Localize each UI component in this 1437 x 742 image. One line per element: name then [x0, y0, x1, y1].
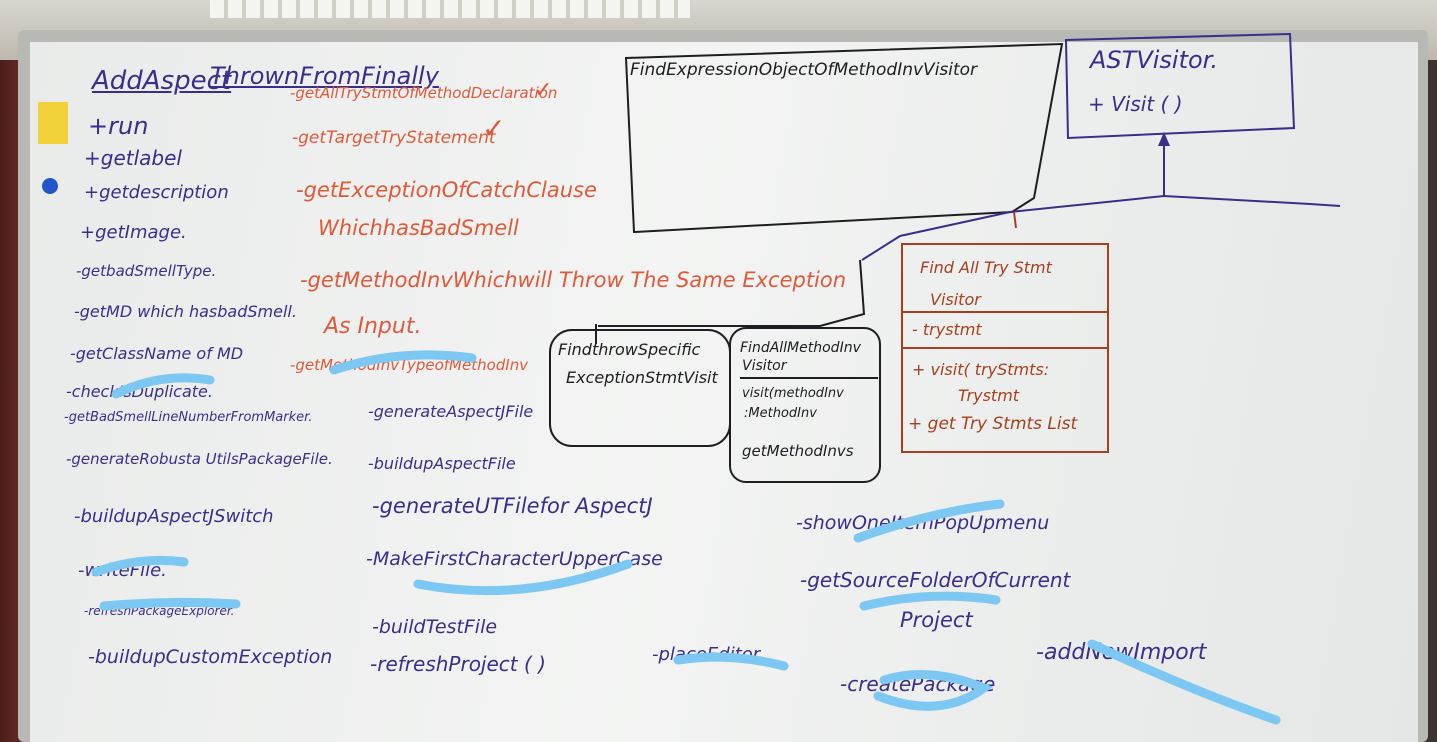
title-thrownfromfinally: ThrownFromFinally — [210, 62, 439, 90]
redaction-stroke — [873, 670, 994, 711]
left-list-item: -getBadSmellLineNumberFromMarker. — [64, 410, 313, 425]
ceiling-light — [210, 0, 690, 18]
left-list-item: -getMD which hasbadSmell. — [74, 302, 297, 321]
find-method-box-method: getMethodInvs — [742, 442, 854, 460]
find-throw-box — [549, 329, 731, 447]
left-list-item: +getdescription — [84, 182, 229, 203]
redaction-stroke — [99, 597, 241, 611]
left-list-item: +getImage. — [80, 222, 187, 243]
left-list-item: -generateRobusta UtilsPackageFile. — [66, 450, 333, 468]
redaction-stroke — [673, 652, 789, 671]
middle-list-item: -MakeFirstCharacterUpperCase — [366, 548, 663, 570]
whiteboard — [30, 42, 1418, 742]
redaction-strokes — [91, 350, 1281, 725]
find-method-box-method: :MethodInv — [744, 406, 817, 421]
ast-visitor-method: + Visit ( ) — [1088, 92, 1183, 116]
find-throw-box-label: FindthrowSpecific — [558, 340, 701, 359]
right-list-item: Project — [900, 608, 973, 632]
magnet — [42, 178, 58, 194]
middle-list-item: -generateUTFilefor AspectJ — [372, 494, 653, 518]
inheritance-arrow — [1158, 132, 1170, 146]
find-method-box-label: FindAllMethodInv — [740, 340, 861, 356]
left-list-item: +getlabel — [84, 146, 182, 170]
red-list-item: WhichhasBadSmell — [318, 216, 519, 240]
red-list-item: -getMethodInvWhichwill Throw The Same Ex… — [300, 268, 847, 292]
title-addaspect: AddAspect — [92, 66, 232, 96]
checkmark: ✓ — [534, 78, 553, 103]
try-box-name: Visitor — [930, 290, 981, 309]
middle-list-item: -buildupAspectFile — [368, 454, 516, 473]
red-list-item: -getTargetTryStatement — [292, 128, 496, 148]
left-list-item: -buildupCustomException — [88, 646, 333, 668]
find-method-box-label: Visitor — [742, 358, 787, 374]
left-list-item: +run — [88, 112, 149, 140]
left-list-item: -buildupAspectJSwitch — [74, 506, 274, 527]
try-box-method: + get Try Stmts List — [908, 414, 1078, 434]
connector-line — [861, 194, 1341, 261]
middle-list-item: -refreshProject ( ) — [370, 652, 546, 676]
redaction-stroke — [853, 499, 1005, 543]
connector-line — [595, 324, 820, 344]
connector-tick — [1013, 211, 1017, 229]
left-list-item: -checkIsDuplicate. — [66, 382, 213, 401]
find-throw-box-label: ExceptionStmtVisit — [566, 368, 718, 387]
left-list-item: -getClassName of MD — [70, 344, 244, 363]
try-box-field: - trystmt — [912, 320, 982, 339]
left-list-item: -getbadSmellType. — [76, 262, 217, 280]
redaction-stroke — [859, 591, 1001, 611]
ast-visitor-box — [1064, 32, 1296, 140]
try-box-divider — [902, 311, 1108, 349]
sticky-note — [38, 102, 68, 144]
middle-list-item: -buildTestFile — [372, 616, 498, 638]
find-method-box — [729, 327, 881, 483]
middle-list-item: -generateAspectJFile — [368, 402, 534, 421]
redaction-stroke — [111, 373, 215, 399]
right-list-item: -getSourceFolderOfCurrent — [800, 568, 1071, 592]
try-box-method: Trystmt — [958, 386, 1020, 405]
checkmark: ✓ — [482, 112, 506, 145]
redaction-stroke — [413, 559, 633, 596]
red-list-item: -getAllTryStmtOfMethodDeclaration — [290, 84, 558, 102]
ast-visitor-name: ASTVisitor. — [1090, 46, 1218, 74]
redaction-stroke — [91, 555, 189, 577]
top-box-outline — [624, 42, 1064, 234]
find-method-box-method: visit(methodInv — [742, 386, 844, 401]
diagram-top-box-label: FindExpressionObjectOfMethodInvVisitor — [630, 60, 978, 80]
try-box-method: + visit( tryStmts: — [912, 360, 1050, 379]
red-list-item: As Input. — [324, 314, 422, 339]
redaction-stroke — [329, 350, 477, 375]
red-list-item: -getExceptionOfCatchClause — [296, 178, 597, 202]
redaction-stroke — [1087, 639, 1281, 725]
try-box-name: Find All Try Stmt — [920, 258, 1052, 277]
connector-line — [819, 259, 866, 327]
right-list-item: -showOneItemPopUpmenu — [796, 512, 1050, 534]
